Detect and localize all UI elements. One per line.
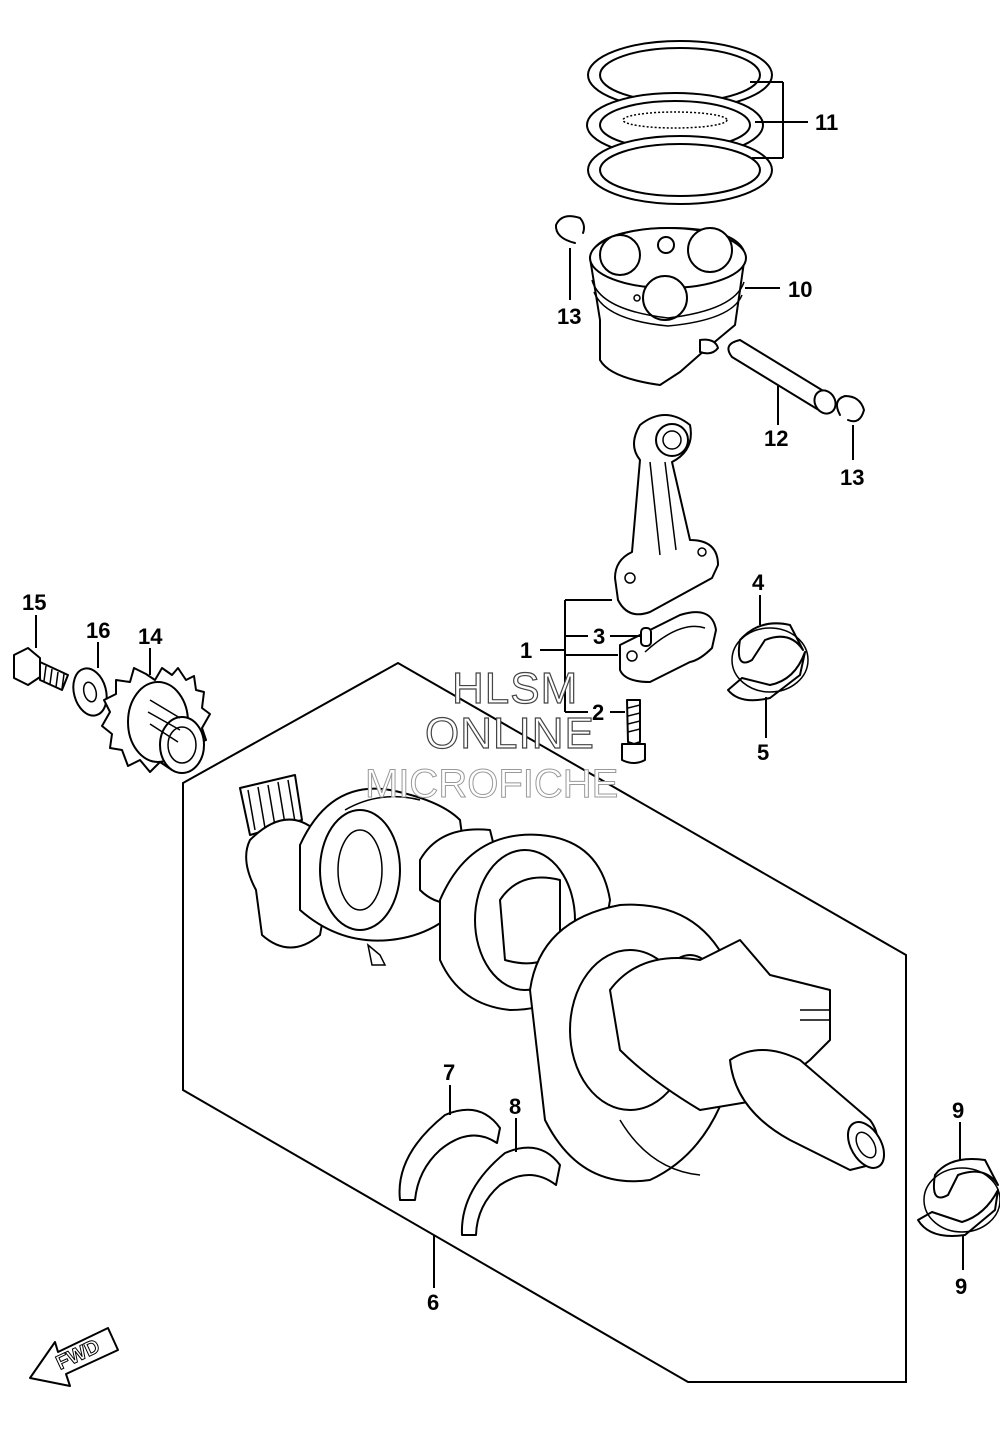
watermark-line-2: ONLINE [425,709,595,758]
watermark-line-3: MICROFICHE [365,762,618,806]
callout-1: 1 [520,638,532,663]
callout-10: 10 [788,277,812,302]
callout-6: 6 [427,1290,439,1315]
callout-5: 5 [757,740,769,765]
watermark-line-1: HLSM [452,664,578,713]
callout-9-top: 9 [952,1098,964,1123]
callout-12: 12 [764,426,788,451]
crankshaft-assembly-box [182,661,907,1383]
main-bearing [917,1158,1000,1237]
leader-11 [750,81,808,159]
callout-7: 7 [443,1060,455,1085]
rod-cap [619,611,717,683]
watermark: HLSM ONLINE MICROFICHE [365,663,619,806]
leader-1-group [540,599,640,713]
callout-14: 14 [138,624,163,649]
circlip-left [554,215,585,244]
callout-labels: 11 10 13 12 13 4 3 1 2 5 15 16 14 7 8 9 … [22,110,967,1315]
callout-4: 4 [752,570,765,595]
callout-13-right: 13 [840,465,864,490]
callout-2: 2 [592,700,604,725]
callout-13-top: 13 [557,304,581,329]
callout-8: 8 [509,1094,521,1119]
washer [72,667,108,717]
callout-3: 3 [593,624,605,649]
callout-9-bottom: 9 [955,1274,967,1299]
bolt [13,647,69,691]
thrust-washer-7 [398,1108,501,1201]
callout-11: 11 [815,110,838,135]
piston-rings [586,40,773,205]
piston-pin [727,339,837,415]
callout-16: 16 [86,618,110,643]
conrod-bearing [727,622,809,702]
rod-bolt [621,699,646,764]
circlip-right [835,395,865,423]
piston [589,227,747,386]
thrust-washer-8 [460,1146,561,1236]
sprocket [101,667,211,774]
crankshaft [239,774,886,1183]
callout-15: 15 [22,590,46,615]
connecting-rod [614,414,719,616]
dowel-pin [640,627,652,647]
fwd-arrow: FWD [29,1327,119,1387]
